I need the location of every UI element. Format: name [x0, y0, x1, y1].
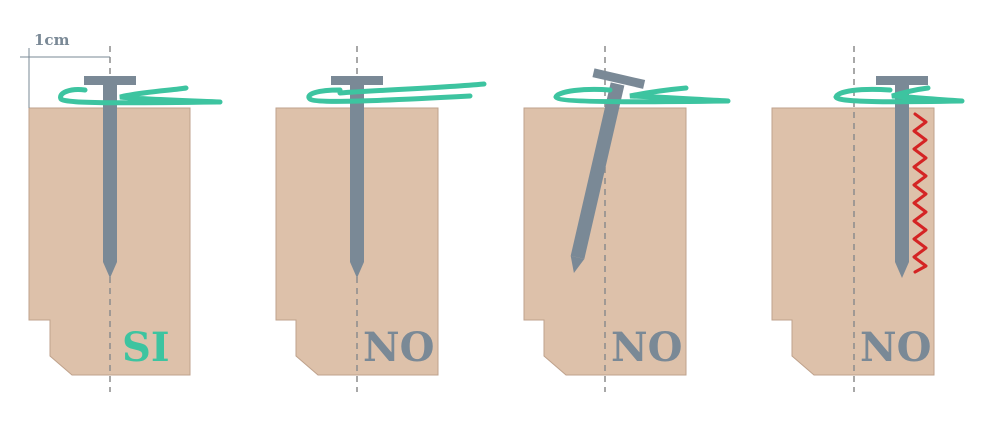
nail-off-center	[876, 76, 928, 278]
dimension-marker: 1cm	[20, 31, 110, 108]
nail	[84, 76, 136, 278]
wood-block	[523, 107, 687, 376]
verdict-label: NO	[860, 324, 931, 371]
verdict-label: SI	[122, 324, 170, 371]
nail-tilted	[570, 68, 646, 273]
panel-wrong-damage: NO	[771, 46, 965, 392]
thread-wrap	[553, 85, 731, 105]
nail	[331, 76, 383, 278]
wood-crack-zigzag	[912, 112, 928, 274]
dimension-label: 1cm	[34, 31, 70, 49]
panel-correct: 1cm SI	[20, 31, 223, 392]
thread-open	[306, 81, 487, 104]
verdict-label: NO	[611, 324, 682, 371]
panel-wrong-open-thread: NO	[275, 46, 487, 392]
verdict-label: NO	[363, 324, 434, 371]
thread-wrap	[833, 85, 965, 105]
panel-wrong-tilted-nail: NO	[523, 46, 731, 392]
thread-wrap	[58, 85, 223, 106]
wood-block	[771, 107, 935, 376]
